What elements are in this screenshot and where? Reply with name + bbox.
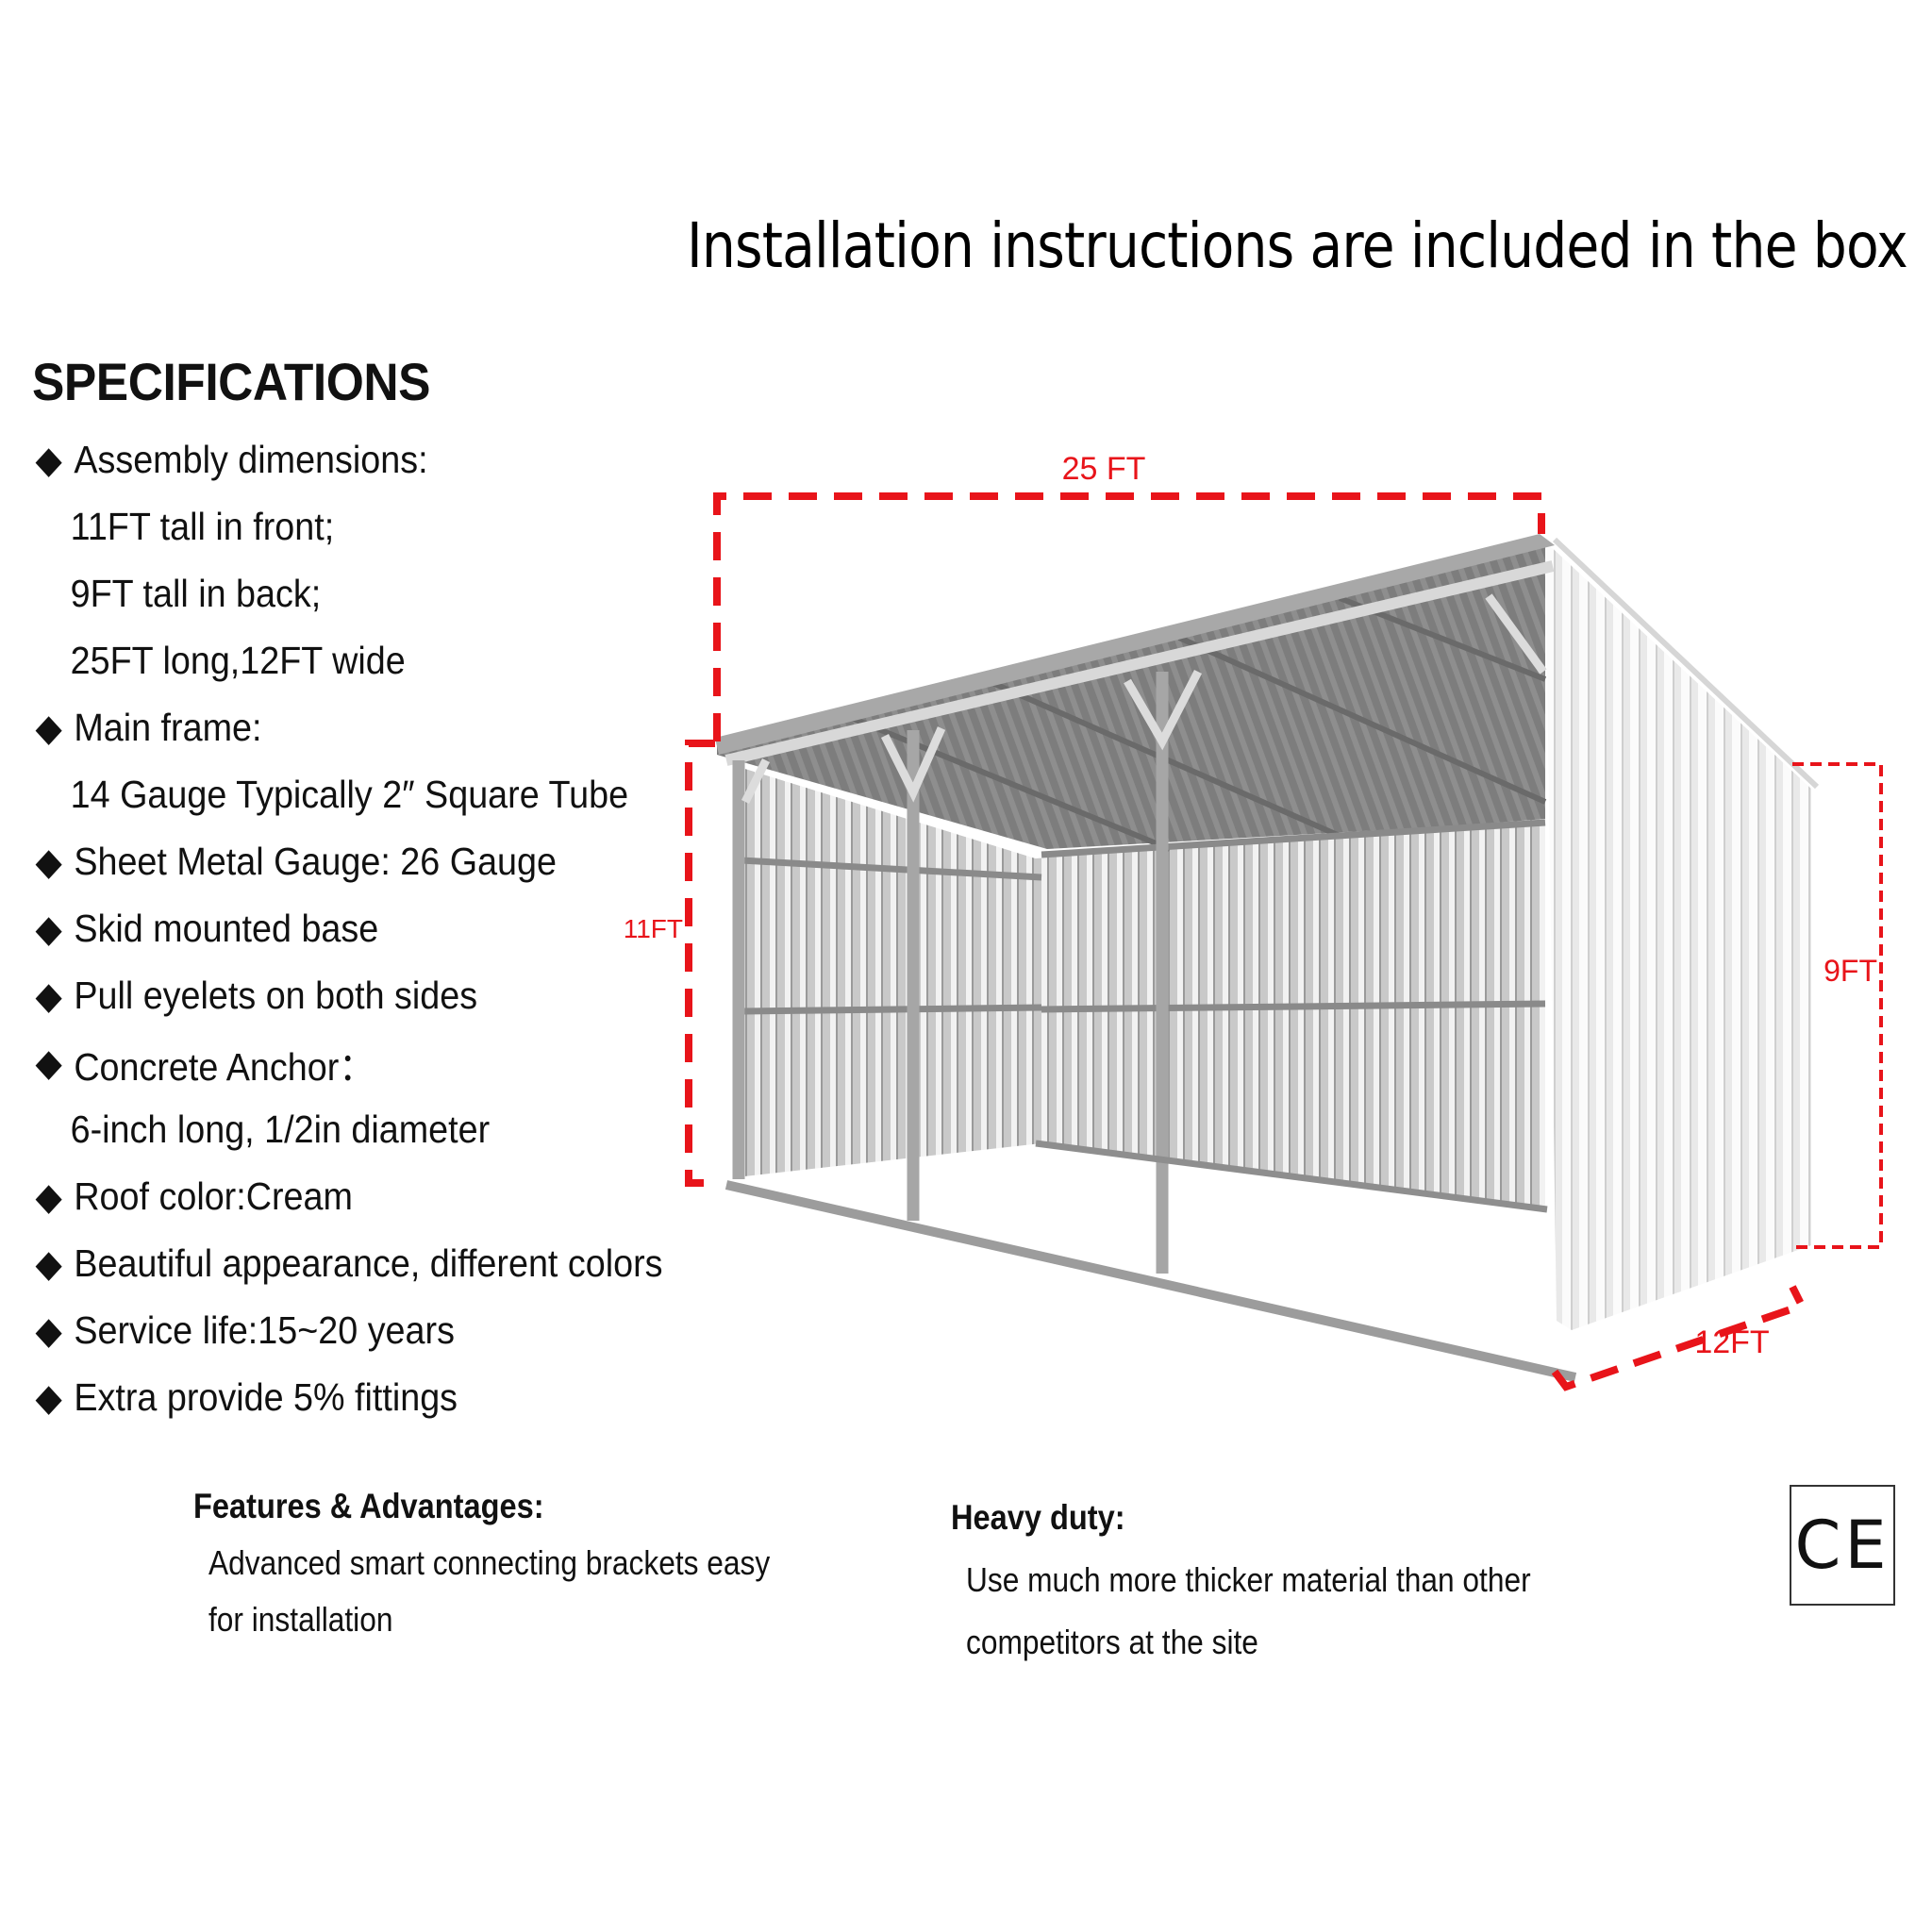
spec-detail: 9FT tall in back; <box>34 560 663 627</box>
spec-text: Assembly dimensions: <box>74 438 428 481</box>
spec-item: ◆ Service life:15~20 years <box>34 1297 663 1364</box>
dimension-front-height-label: 11FT <box>624 914 683 943</box>
spec-detail: 14 Gauge Typically 2″ Square Tube <box>34 761 663 828</box>
front-posts <box>732 672 1169 1274</box>
left-end-wall <box>736 766 1041 1177</box>
diamond-bullet-icon: ◆ <box>35 1376 62 1419</box>
spec-item: ◆ Extra provide 5% fittings <box>34 1364 663 1431</box>
features-line: Advanced smart connecting brackets easy <box>208 1543 771 1582</box>
dimension-width <box>1551 1285 1807 1391</box>
spec-text: Pull eyelets on both sides <box>74 974 478 1017</box>
diamond-bullet-icon: ◆ <box>35 707 62 749</box>
spec-text: 6-inch long, 1/2in diameter <box>70 1108 491 1151</box>
dimension-length <box>713 492 1545 741</box>
spec-item: ◆ Skid mounted base <box>34 895 663 962</box>
spec-item: ◆ Concrete Anchor： <box>34 1029 663 1096</box>
diamond-bullet-icon: ◆ <box>35 1309 62 1352</box>
features-line: for installation <box>208 1600 393 1639</box>
spec-item: ◆ Roof color:Cream <box>34 1163 663 1230</box>
heavy-duty-block: Heavy duty: Use much more thicker materi… <box>951 1498 1607 1662</box>
spec-text: 11FT tall in front; <box>70 505 335 548</box>
diamond-bullet-icon: ◆ <box>35 1242 62 1285</box>
spec-item: ◆ Beautiful appearance, different colors <box>34 1230 663 1297</box>
spec-text: 25FT long,12FT wide <box>70 639 406 682</box>
spec-item: ◆ Pull eyelets on both sides <box>34 962 663 1029</box>
spec-text: 14 Gauge Typically 2″ Square Tube <box>70 773 629 816</box>
spec-text: Concrete Anchor： <box>74 1044 375 1089</box>
spec-detail: 6-inch long, 1/2in diameter <box>34 1096 663 1163</box>
spec-text: Skid mounted base <box>74 907 379 950</box>
front-skid <box>724 1180 1577 1382</box>
diamond-bullet-icon: ◆ <box>35 439 62 481</box>
spec-text: 9FT tall in back; <box>70 572 322 615</box>
dimension-length-label: 25 FT <box>1062 451 1146 487</box>
specifications-title: SPECIFICATIONS <box>32 352 430 411</box>
dimension-front-height <box>685 740 717 1187</box>
spec-detail: 11FT tall in front; <box>34 493 663 560</box>
spec-text: Main frame: <box>74 706 262 749</box>
spec-text: Extra provide 5% fittings <box>74 1375 458 1419</box>
dimension-width-label: 12FT <box>1694 1324 1769 1360</box>
diamond-bullet-icon: ◆ <box>35 908 62 950</box>
roof-eave <box>715 534 1555 755</box>
diamond-bullet-icon: ◆ <box>35 1041 62 1084</box>
features-title: Features & Advantages: <box>193 1487 544 1525</box>
heavy-duty-line: competitors at the site <box>966 1623 1258 1661</box>
heavy-duty-title: Heavy duty: <box>951 1498 1125 1537</box>
dimension-back-height-label: 9FT <box>1824 954 1877 988</box>
spec-text: Roof color:Cream <box>74 1174 353 1218</box>
spec-text: Sheet Metal Gauge: 26 Gauge <box>74 840 557 883</box>
right-side-wall <box>1545 541 1811 1330</box>
spec-text: Beautiful appearance, different colors <box>74 1241 663 1285</box>
headline: Installation instructions are included i… <box>687 209 1908 282</box>
spec-item: ◆ Assembly dimensions: <box>34 426 663 493</box>
spec-item: ◆ Sheet Metal Gauge: 26 Gauge <box>34 828 663 895</box>
diamond-bullet-icon: ◆ <box>35 974 62 1017</box>
spec-detail: 25FT long,12FT wide <box>34 627 663 694</box>
specifications-list: ◆ Assembly dimensions: 11FT tall in front;… <box>34 426 717 1431</box>
back-wall <box>1036 819 1545 1208</box>
features-block: Features & Advantages: Advanced smart co… <box>193 1487 846 1640</box>
ce-mark-text: CE <box>1794 1507 1890 1584</box>
ce-mark-icon: CE <box>1790 1485 1895 1606</box>
spec-item: ◆ Main frame: <box>34 694 663 761</box>
diamond-bullet-icon: ◆ <box>35 1175 62 1218</box>
spec-text: Service life:15~20 years <box>74 1308 455 1352</box>
heavy-duty-line: Use much more thicker material than othe… <box>966 1560 1531 1599</box>
diamond-bullet-icon: ◆ <box>35 841 62 883</box>
dimension-back-height <box>1792 762 1883 1249</box>
